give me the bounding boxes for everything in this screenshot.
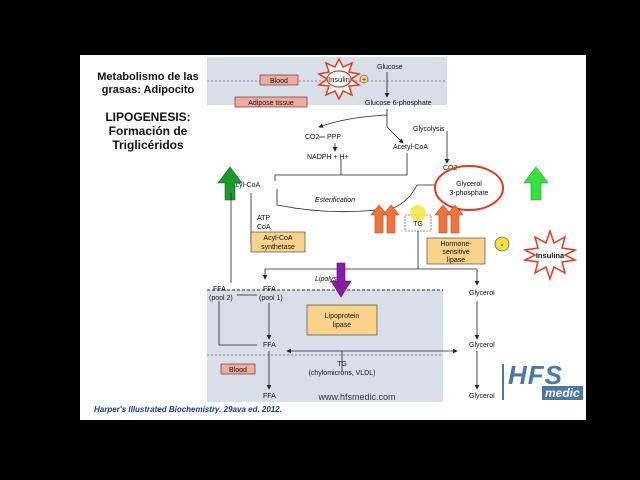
lipolysis-label: Lipolysis (315, 276, 342, 283)
ffa-bottom-label: FFA (263, 393, 276, 400)
glycerol-3-phosphate-highlight (434, 165, 504, 211)
slide: Metabolismo de las grasas: Adipocito LIP… (80, 55, 586, 420)
ffa-pool2-label-1: FFA (213, 286, 226, 293)
acyl-coa-label: Acyl-CoA (231, 182, 261, 189)
acyl-synthetase-label-1: Acyl-CoA (263, 235, 293, 242)
blood-box-bottom (220, 363, 256, 375)
glycerol-3-phosphate-label-1: Glycerol (456, 181, 482, 188)
esterification-arrows (370, 204, 464, 234)
slide-title-line-1: Metabolismo de las (97, 71, 199, 83)
lpl-label-2: lipase (333, 322, 351, 329)
glycerol-label-b: Glycerol (469, 342, 495, 349)
ffa-pool1-label-1: FFA (263, 286, 276, 293)
minus-sign: - (501, 240, 504, 249)
plus-sign: + (362, 77, 366, 84)
acyl-synthetase-label-2: synthetase (261, 244, 295, 251)
adipocyte-metabolism-diagram: Blood Adipose tissue Insulin + Glucose G… (207, 57, 578, 402)
minus-circle (494, 236, 510, 252)
green-up-arrow-right (523, 166, 549, 201)
insulina-starburst-right: Insulina (522, 228, 578, 282)
lipolysis-purple-arrow (330, 262, 352, 298)
acyl-coa-synthetase-box (250, 231, 306, 253)
ffa-pool2-label-2: (pool 2) (209, 295, 233, 302)
slide-subtitle: LIPOGENESIS: Formación de Triglicéridos (88, 110, 208, 152)
blood-label-bottom: Blood (229, 367, 247, 374)
tg-highlight (410, 205, 426, 221)
subtitle-line-2: Formación de (108, 124, 188, 138)
insulin-label-top: Insulin (328, 75, 350, 84)
tg-label: TG (413, 221, 423, 228)
blood-label-top: Blood (270, 78, 288, 85)
insulina-label: Insulina (536, 251, 565, 260)
esterification-label: Esterification (315, 197, 355, 204)
tg-blood-label-1: TG (337, 361, 347, 368)
hormone-sensitive-lipase-box (426, 237, 486, 265)
hsl-label-3: lipase (447, 257, 465, 264)
lpl-label-1: Lipoprotein (325, 313, 360, 320)
glycerol-3-phosphate-label-2: 3-phosphate (450, 190, 489, 197)
atp-label: ATP (257, 215, 270, 222)
glycolysis-label: Glycolysis (413, 126, 445, 133)
tg-blood-label-2: (chylomicrons, VLDL) (309, 370, 376, 377)
subtitle-line-3: Triglicéridos (112, 138, 184, 152)
plus-circle (359, 74, 369, 84)
logo-text-hfs: HFS (508, 360, 563, 390)
reference-citation: Harper's Illustrated Biochemistry. 29ava… (94, 405, 282, 414)
slide-title: Metabolismo de las grasas: Adipocito (88, 71, 208, 97)
subtitle-line-1: LIPOGENESIS: (105, 110, 191, 124)
adipose-tissue-label: Adipose tissue (248, 100, 294, 107)
glycerol-bottom-label: Glycerol (469, 393, 495, 400)
ffa-pool1-label-2: (pool 1) (259, 295, 283, 302)
blood-box-top (259, 74, 299, 86)
green-up-arrow-left (217, 166, 243, 201)
ffa-mid-label: FFA (263, 342, 276, 349)
insulin-starburst-top: Insulin (317, 57, 361, 101)
acetyl-coa-label: Acetyl-CoA (393, 144, 428, 151)
hfs-medic-logo: HFS medic (502, 360, 592, 406)
hsl-label-2: sensitive (442, 249, 469, 256)
lipoprotein-lipase-box (306, 304, 378, 336)
co2-label-a: CO2 (305, 134, 320, 141)
watermark: www.hfsmedic.com (317, 392, 395, 402)
ppp-label: PPP (327, 134, 341, 141)
glycerol-label-a: Glycerol (469, 290, 495, 297)
slide-title-line-2: grasas: Adipocito (101, 84, 195, 96)
glucose-label: Glucose (377, 64, 403, 71)
glucose-6-phosphate-label: Glucose 6-phosphate (365, 100, 432, 107)
adipose-tissue-box (234, 96, 308, 108)
hsl-label-1: Hormone- (440, 241, 472, 248)
nadph-label: NADPH + H+ (307, 154, 349, 161)
coa-label: CoA (257, 224, 271, 231)
logo-text-medic: medic (542, 386, 583, 400)
co2-label-b: CO2 (443, 165, 458, 172)
